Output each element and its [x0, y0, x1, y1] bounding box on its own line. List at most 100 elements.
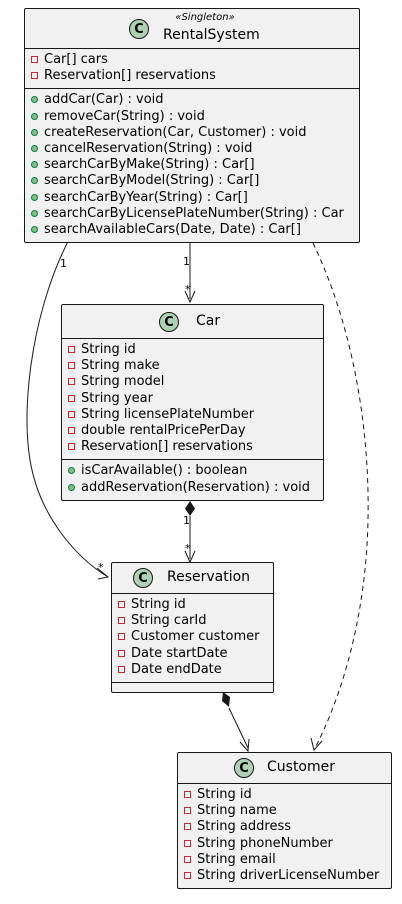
class-reservation[interactable]: C Reservation String id String carId Cus… — [111, 562, 274, 694]
private-marker-icon — [31, 56, 38, 63]
method-row: addReservation(Reservation) : void — [68, 480, 323, 496]
private-marker-icon — [31, 72, 38, 80]
class-name: Customer — [267, 759, 336, 775]
private-marker-icon — [118, 665, 125, 673]
composition-diamond — [222, 692, 230, 707]
private-marker-icon — [68, 410, 75, 418]
class-name: Reservation — [167, 569, 251, 585]
private-marker-icon — [184, 839, 191, 847]
attributes-section: String id String carId Customer customer… — [112, 594, 273, 684]
public-marker-icon — [68, 467, 75, 475]
class-type-icon: C — [129, 19, 149, 39]
stereotype-label: «Singleton» — [175, 12, 235, 23]
private-marker-icon — [68, 378, 75, 386]
private-marker-icon — [68, 362, 75, 370]
methods-section — [112, 683, 273, 692]
class-header: C «Singleton» RentalSystem — [25, 9, 359, 49]
arrowhead — [310, 737, 323, 752]
public-marker-icon — [68, 483, 75, 491]
private-marker-icon — [68, 346, 75, 353]
public-marker-icon — [31, 209, 38, 217]
attribute-row: String phoneNumber — [184, 836, 391, 852]
attribute-row: String name — [184, 803, 391, 819]
attribute-row: String driverLicenseNumber — [184, 868, 391, 884]
private-marker-icon — [118, 633, 125, 641]
edge-rental-customer — [310, 242, 369, 752]
private-marker-icon — [184, 855, 191, 863]
attribute-row: String model — [68, 374, 323, 390]
attributes-section: String id String name String address Str… — [178, 784, 391, 888]
class-type-icon: C — [133, 568, 153, 588]
public-marker-icon — [31, 161, 38, 169]
arrowhead — [184, 290, 196, 304]
attribute-row: Car[] cars — [31, 52, 359, 68]
class-customer[interactable]: C Customer String id String name String … — [177, 752, 392, 890]
attribute-row: String email — [184, 852, 391, 868]
multiplicity-label: 1 — [183, 514, 190, 527]
public-marker-icon — [31, 193, 38, 201]
attribute-row: String year — [68, 391, 323, 407]
class-header: C Car — [62, 305, 323, 339]
method-row: cancelReservation(String) : void — [31, 141, 359, 157]
class-type-icon: C — [234, 758, 254, 778]
private-marker-icon — [184, 823, 191, 831]
method-row: searchCarByLicensePlateNumber(String) : … — [31, 206, 359, 222]
attributes-section: String id String make String model Strin… — [62, 339, 323, 461]
class-rentalsystem[interactable]: C «Singleton» RentalSystem Car[] cars Re… — [24, 8, 360, 244]
method-row: searchCarByYear(String) : Car[] — [31, 190, 359, 206]
public-marker-icon — [31, 226, 38, 234]
attribute-row: Date startDate — [118, 646, 273, 662]
attribute-row: Reservation[] reservations — [68, 439, 323, 455]
attribute-row: String id — [118, 597, 273, 613]
attribute-row: String make — [68, 358, 323, 374]
private-marker-icon — [68, 443, 75, 451]
class-type-icon: C — [159, 312, 179, 332]
attribute-row: String id — [184, 787, 391, 803]
private-marker-icon — [184, 872, 191, 880]
method-row: removeCar(String) : void — [31, 109, 359, 125]
public-marker-icon — [31, 145, 38, 153]
method-row: addCar(Car) : void — [31, 92, 359, 108]
arrowhead — [239, 738, 250, 753]
method-row: searchAvailableCars(Date, Date) : Car[] — [31, 222, 359, 238]
class-name: Car — [196, 313, 221, 329]
private-marker-icon — [184, 807, 191, 815]
private-marker-icon — [118, 617, 125, 625]
attribute-row: Date endDate — [118, 662, 273, 678]
method-row: searchCarByModel(String) : Car[] — [31, 173, 359, 189]
attribute-row: double rentalPricePerDay — [68, 423, 323, 439]
attribute-row: String licensePlateNumber — [68, 407, 323, 423]
private-marker-icon — [68, 427, 75, 435]
private-marker-icon — [118, 649, 125, 657]
attributes-section: Car[] cars Reservation[] reservations — [25, 49, 359, 90]
public-marker-icon — [31, 128, 38, 136]
multiplicity-label: * — [98, 561, 104, 574]
class-name: RentalSystem — [163, 27, 260, 43]
private-marker-icon — [184, 791, 191, 798]
multiplicity-label: * — [185, 283, 191, 296]
public-marker-icon — [31, 177, 38, 185]
multiplicity-label: 1 — [60, 257, 67, 270]
method-row: isCarAvailable() : boolean — [68, 463, 323, 479]
attribute-row: Customer customer — [118, 629, 273, 645]
class-header: C Reservation — [112, 563, 273, 594]
edge-reservation-customer — [222, 692, 250, 753]
arrowhead — [96, 567, 110, 580]
attribute-row: String address — [184, 819, 391, 835]
method-row: searchCarByMake(String) : Car[] — [31, 157, 359, 173]
methods-section: addCar(Car) : void removeCar(String) : v… — [25, 89, 359, 242]
attribute-row: Reservation[] reservations — [31, 68, 359, 84]
multiplicity-label: 1 — [183, 255, 190, 268]
public-marker-icon — [31, 96, 38, 104]
class-car[interactable]: C Car String id String make String model… — [61, 304, 324, 501]
private-marker-icon — [68, 394, 75, 402]
multiplicity-label: * — [185, 542, 191, 555]
attribute-row: String carId — [118, 613, 273, 629]
private-marker-icon — [118, 601, 125, 608]
public-marker-icon — [31, 112, 38, 120]
class-header: C Customer — [178, 753, 391, 784]
methods-section: isCarAvailable() : boolean addReservatio… — [62, 460, 323, 499]
edge-car-reservation: 1 * — [183, 501, 196, 564]
attribute-row: String id — [68, 342, 323, 358]
method-row: createReservation(Car, Customer) : void — [31, 125, 359, 141]
